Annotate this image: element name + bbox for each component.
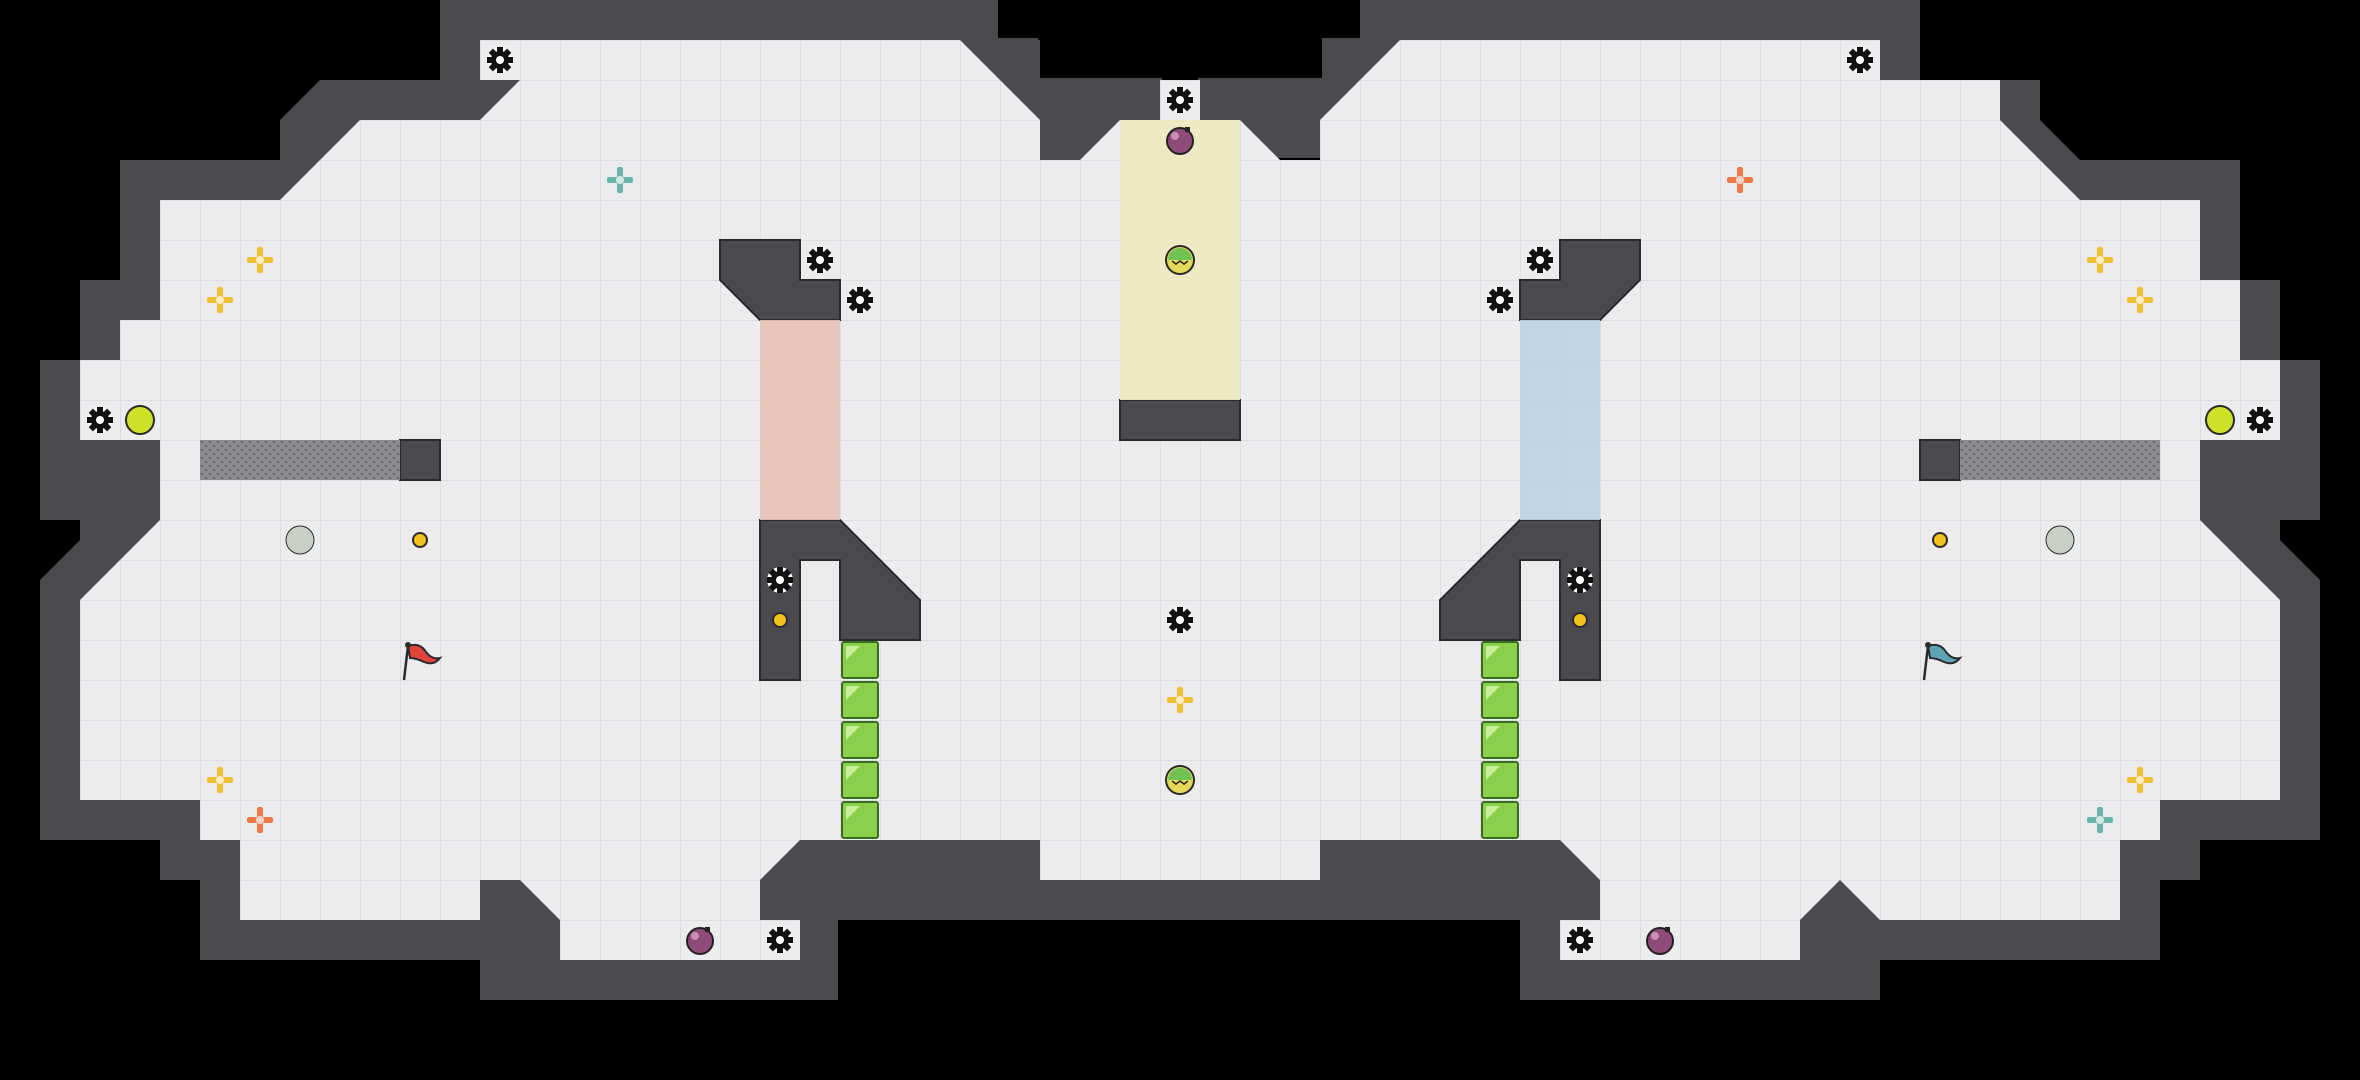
disc-icon xyxy=(1165,765,1195,795)
boost-block-shine xyxy=(846,806,860,820)
plus-spawn-icon xyxy=(1727,167,1753,193)
plus-spawn-icon xyxy=(2127,767,2153,793)
zone-red xyxy=(760,320,840,520)
gear-icon xyxy=(1847,47,1873,73)
zone-blue xyxy=(1520,320,1600,520)
plus-spawn-icon xyxy=(2087,807,2113,833)
plus-spawn-icon xyxy=(2127,287,2153,313)
boost-block-shine xyxy=(1486,646,1500,660)
orb-icon xyxy=(2205,405,2235,435)
orb-icon xyxy=(285,525,315,555)
gear-icon xyxy=(847,287,873,313)
gear-icon xyxy=(1527,247,1553,273)
boost-block-shine xyxy=(846,686,860,700)
boost-block-shine xyxy=(1486,806,1500,820)
interior-walls xyxy=(399,239,1961,681)
gear-icon xyxy=(807,247,833,273)
bomb-icon xyxy=(686,927,714,955)
vent-grate xyxy=(1960,440,2160,480)
gear-icon xyxy=(767,567,793,593)
plus-spawn-icon xyxy=(1167,687,1193,713)
boost-blocks xyxy=(841,641,1519,839)
vents xyxy=(200,440,2160,480)
gear-icon xyxy=(1487,287,1513,313)
gear-icon xyxy=(1567,927,1593,953)
gear-icon xyxy=(87,407,113,433)
boost-block-shine xyxy=(846,726,860,740)
gear-icon xyxy=(1167,87,1193,113)
plus-spawn-icon xyxy=(247,247,273,273)
gear-icon xyxy=(2247,407,2273,433)
coin-icon xyxy=(1932,532,1948,548)
gear-icon xyxy=(767,927,793,953)
boost-block-shine xyxy=(846,766,860,780)
bomb-icon xyxy=(1646,927,1674,955)
floor xyxy=(80,40,2280,960)
boost-block-shine xyxy=(1486,766,1500,780)
flag-icon xyxy=(1922,642,1963,681)
flag-icon xyxy=(402,642,443,681)
orb-icon xyxy=(125,405,155,435)
boost-block-shine xyxy=(1486,686,1500,700)
vent-grate xyxy=(200,440,400,480)
bomb-icon xyxy=(1166,127,1194,155)
boost-block-shine xyxy=(1486,726,1500,740)
disc-icon xyxy=(1165,245,1195,275)
coin-icon xyxy=(1572,612,1588,628)
gear-icon xyxy=(487,47,513,73)
gear-icon xyxy=(1567,567,1593,593)
plus-spawn-icon xyxy=(207,767,233,793)
plus-spawn-icon xyxy=(207,287,233,313)
boost-block-shine xyxy=(846,646,860,660)
zones xyxy=(760,120,1600,520)
orb-icon xyxy=(2045,525,2075,555)
gear-icon xyxy=(1167,607,1193,633)
plus-spawn-icon xyxy=(247,807,273,833)
coin-icon xyxy=(412,532,428,548)
plus-spawn-icon xyxy=(2087,247,2113,273)
plus-spawn-icon xyxy=(607,167,633,193)
coin-icon xyxy=(772,612,788,628)
entities xyxy=(87,47,2273,955)
